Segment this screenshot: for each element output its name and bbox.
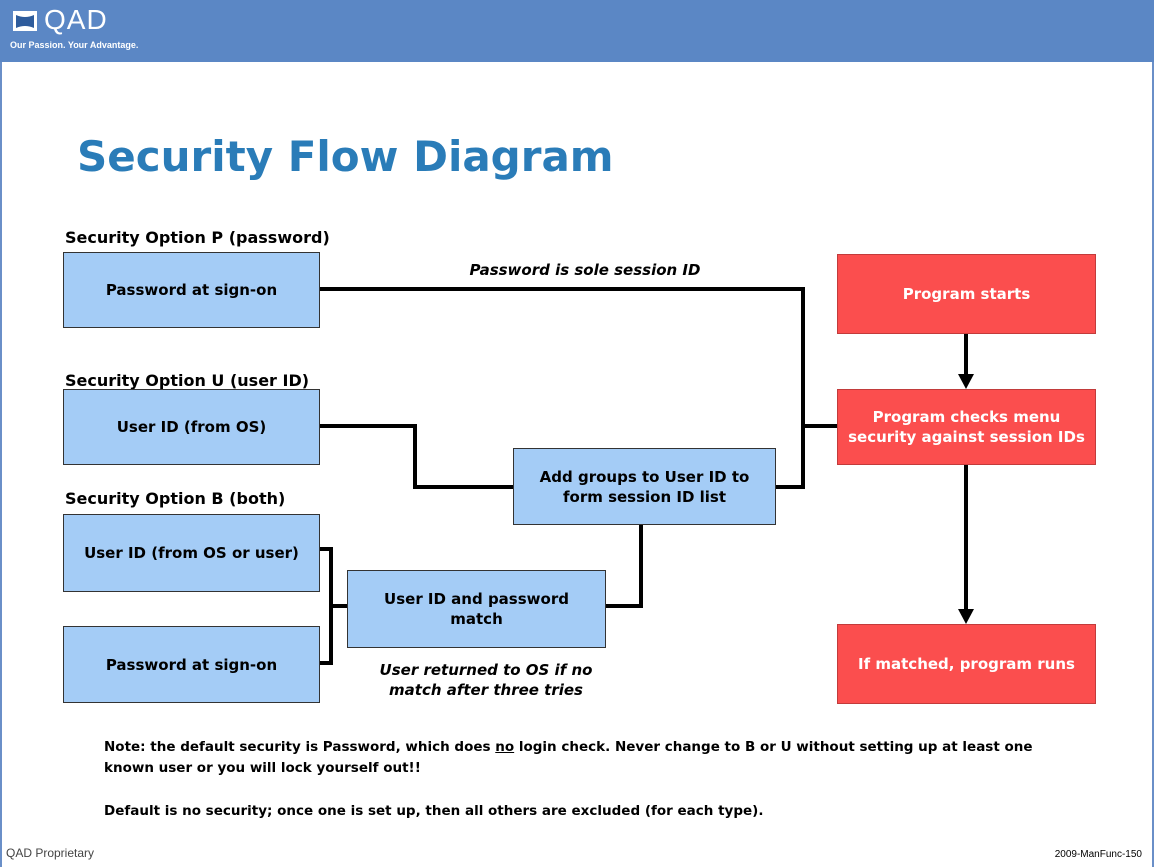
logo-text: QAD <box>44 4 108 35</box>
logo-tagline: Our Passion. Your Advantage. <box>10 40 139 50</box>
box-program-checks: Program checks menu security against ses… <box>837 389 1096 465</box>
connector-groups-to-path <box>776 426 805 489</box>
box-label: Program checks menu security against ses… <box>848 408 1085 446</box>
header-bar: QAD Our Passion. Your Advantage. <box>0 0 1154 62</box>
section-label-option-p: Security Option P (password) <box>65 228 330 247</box>
qad-logo: QAD Our Passion. Your Advantage. <box>8 4 208 56</box>
note-no-security: Default is no security; once one is set … <box>104 803 764 819</box>
section-label-option-b: Security Option B (both) <box>65 489 286 508</box>
note-default-security: Note: the default security is Password, … <box>104 737 1064 779</box>
box-label: User ID (from OS) <box>116 418 267 436</box>
connector-userid-to-groups <box>319 424 513 489</box>
box-label: Password at sign-on <box>105 655 278 674</box>
box-label: User ID and password match <box>384 590 569 628</box>
page-title: Security Flow Diagram <box>77 132 614 181</box>
box-user-id-os-or-user: User ID (from OS or user) <box>63 514 320 592</box>
arrow-head-to-runs <box>958 609 974 624</box>
box-user-id-from-os: User ID (from OS) <box>63 389 320 465</box>
box-label: If matched, program runs <box>858 655 1075 673</box>
box-label: Password at sign-on <box>105 281 278 299</box>
box-password-sign-on-b: Password at sign-on <box>63 626 320 703</box>
note-text-continued: login check. Never change to B or U with… <box>104 739 1033 776</box>
box-label: Add groups to User ID to form session ID… <box>539 467 750 506</box>
connector-match-to-groups <box>606 525 643 608</box>
box-label: Program starts <box>902 285 1031 303</box>
note-text: Note: the default security is Password, … <box>104 739 496 755</box>
box-program-runs: If matched, program runs <box>837 624 1096 704</box>
box-label: User ID (from OS or user) <box>84 544 299 562</box>
qad-logo-icon <box>13 11 37 31</box>
section-label-option-u: Security Option U (user ID) <box>65 371 310 390</box>
note-emphasis: no <box>495 739 515 755</box>
caption-sole-session-id: Password is sole session ID <box>469 261 701 279</box>
footer-proprietary: QAD Proprietary <box>6 846 95 860</box>
box-user-id-password-match: User ID and password match <box>347 570 606 648</box>
connector-password-to-checks <box>319 287 837 428</box>
box-program-starts: Program starts <box>837 254 1096 334</box>
box-password-sign-on-p: Password at sign-on <box>63 252 320 328</box>
footer-slide-id: 2009-ManFunc-150 <box>1054 849 1142 860</box>
arrow-head-to-checks <box>958 374 974 389</box>
box-add-groups: Add groups to User ID to form session ID… <box>513 448 776 525</box>
connector-b-bracket <box>319 547 333 665</box>
caption-returned-to-os: User returned to OS if no match after th… <box>379 661 593 699</box>
